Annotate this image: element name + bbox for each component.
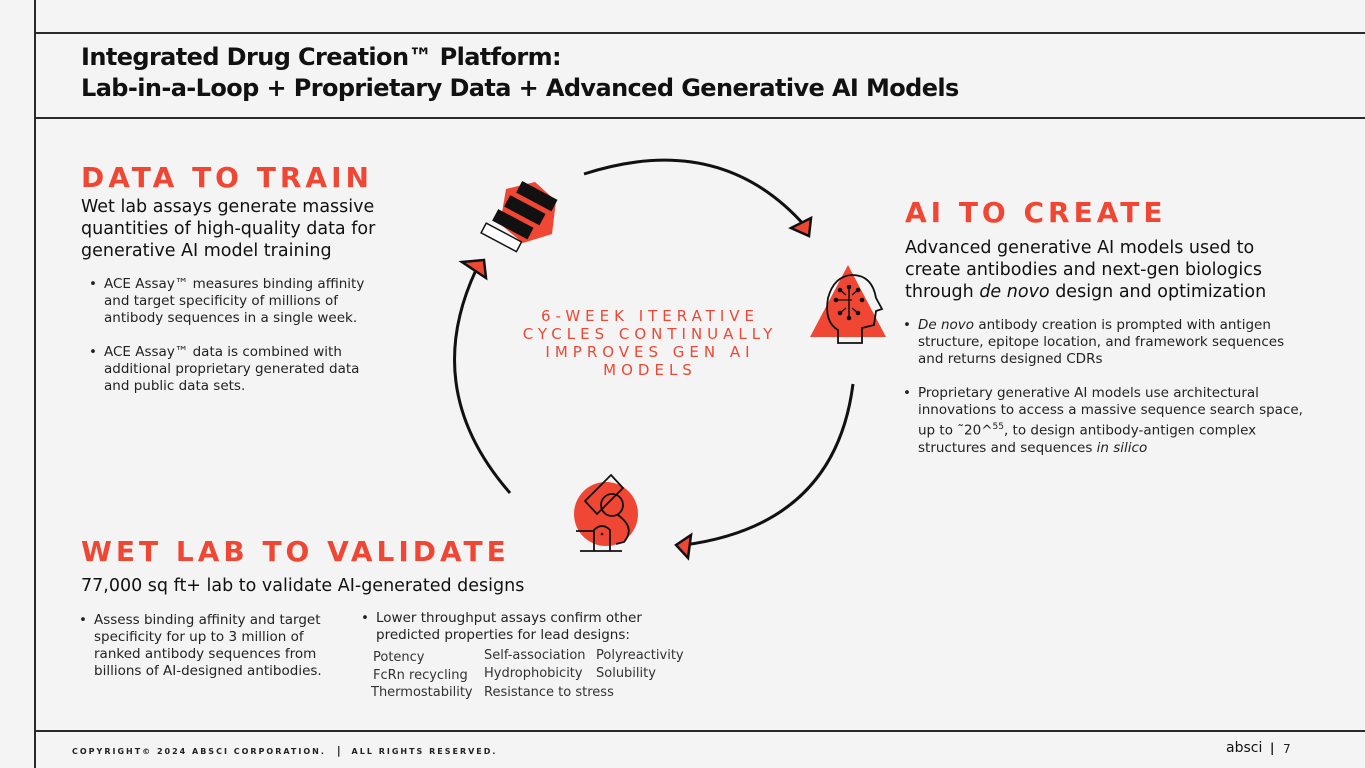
data-to-train-bullets: ACE Assay™ measures binding affinity and…	[89, 276, 389, 412]
ai-head-circuit-icon	[810, 265, 886, 344]
logo-separator: |	[1270, 741, 1275, 755]
top-rule	[34, 32, 1365, 34]
subtitle-line: Wet lab assays generate massive	[81, 197, 375, 217]
arrowhead-right	[674, 532, 693, 561]
page-number: 7	[1283, 742, 1291, 756]
arrow-right	[683, 383, 855, 547]
bullet-item: ACE Assay™ measures binding affinity and…	[89, 276, 389, 327]
wet-lab-bullets-right: Lower throughput assays confirm other pr…	[361, 610, 681, 661]
bullet-emphasis: De novo	[918, 317, 975, 333]
arrowhead-left	[458, 258, 488, 281]
title-line-1: Integrated Drug Creation™ Platform:	[81, 43, 562, 71]
subtitle-text: Advanced generative AI models used to cr…	[905, 238, 1262, 302]
page-title: Integrated Drug Creation™ Platform: Lab-…	[81, 42, 959, 104]
footer-rule	[34, 730, 1365, 732]
absci-logo: absci	[1226, 740, 1263, 756]
bullet-item: Lower throughput assays confirm other pr…	[361, 610, 681, 644]
data-to-train-heading: DATA TO TRAIN	[81, 161, 373, 194]
property-item: Resistance to stress	[484, 685, 614, 700]
subtitle-emphasis: de novo	[979, 282, 1050, 302]
title-rule	[34, 117, 1365, 119]
bullet-item: Proprietary generative AI models use arc…	[903, 385, 1303, 457]
arrowhead-top	[788, 215, 813, 238]
property-item: Self-association	[484, 648, 586, 663]
ai-to-create-subtitle: Advanced generative AI models used to cr…	[905, 237, 1305, 303]
property-item: FcRn recycling	[373, 668, 468, 683]
microscope-icon	[574, 473, 638, 552]
property-item: Polyreactivity	[596, 648, 684, 663]
footer-separator: |	[336, 744, 343, 757]
wet-lab-subtitle: 77,000 sq ft+ lab to validate AI-generat…	[81, 576, 525, 596]
exponent: 55	[992, 422, 1004, 432]
left-rule	[34, 0, 36, 768]
bullet-item: Assess binding affinity and target speci…	[79, 612, 349, 680]
bullet-text: antibody creation is prompted with antig…	[918, 317, 1285, 367]
copyright-text: COPYRIGHT© 2024 ABSCI CORPORATION.	[72, 747, 326, 756]
bullet-emphasis: in silico	[1096, 439, 1148, 456]
data-stack-hexagon-icon	[480, 181, 558, 253]
property-item: Hydrophobicity	[484, 666, 583, 681]
arrow-left	[453, 269, 512, 494]
wet-lab-heading: WET LAB TO VALIDATE	[81, 535, 510, 568]
bullet-text: , to design antibody-antigen complex str…	[918, 422, 1257, 456]
subtitle-text: design and optimization	[1049, 282, 1267, 302]
subtitle-line: generative AI model training	[81, 241, 332, 261]
bullet-item: ACE Assay™ data is combined with additio…	[89, 344, 389, 395]
bullet-item: De novo antibody creation is prompted wi…	[903, 317, 1303, 368]
property-item: Thermostability	[371, 685, 473, 700]
ai-to-create-bullets: De novo antibody creation is prompted wi…	[903, 317, 1303, 474]
data-to-train-subtitle: Wet lab assays generate massive quantiti…	[81, 196, 375, 262]
property-item: Potency	[373, 650, 425, 665]
wet-lab-bullets-left: Assess binding affinity and target speci…	[79, 612, 349, 697]
title-line-2: Lab-in-a-Loop + Proprietary Data + Advan…	[81, 74, 959, 102]
arrow-top	[583, 158, 807, 227]
subtitle-line: quantities of high-quality data for	[81, 219, 376, 239]
footer-copyright: COPYRIGHT© 2024 ABSCI CORPORATION. | ALL…	[72, 744, 497, 757]
rights-text: ALL RIGHTS RESERVED.	[351, 747, 498, 756]
cycle-caption: 6-WEEK ITERATIVE CYCLES CONTINUALLY IMPR…	[522, 307, 778, 379]
bullet-text: Proprietary generative AI models use arc…	[918, 385, 1303, 439]
property-item: Solubility	[596, 666, 656, 681]
ai-to-create-heading: AI TO CREATE	[905, 196, 1167, 229]
